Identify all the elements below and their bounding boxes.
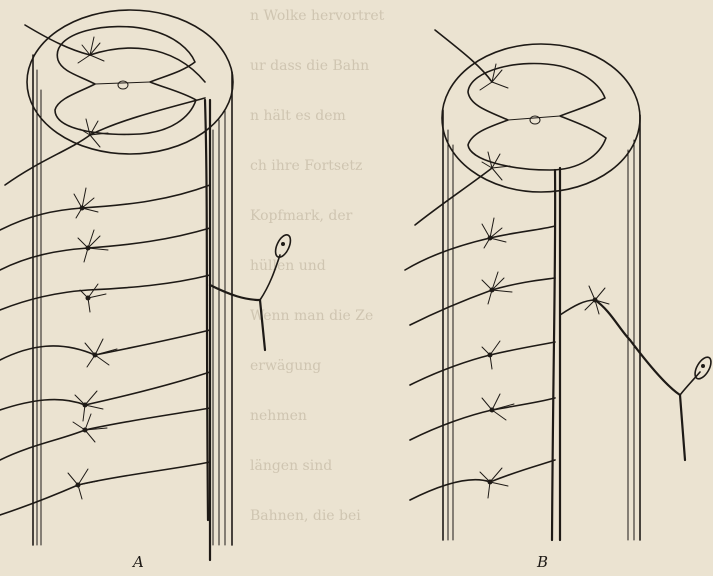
panel-b-ganglion-cell — [630, 340, 713, 460]
panel-b-collateral-cell — [560, 286, 630, 340]
panel-b-spinal-cord — [405, 30, 713, 540]
panel-a-cross-section — [27, 10, 233, 154]
panel-a-spinal-cord — [0, 10, 294, 560]
panel-a-neurons — [0, 185, 210, 515]
panel-a-ganglion-cell — [210, 233, 294, 350]
panel-a-label: A — [133, 553, 144, 571]
panel-b-label: B — [537, 553, 548, 571]
panel-a-root-lower — [5, 135, 90, 185]
panel-b-central-canal — [530, 116, 540, 124]
panel-a-grey-matter — [55, 27, 196, 135]
panel-b-neurons — [405, 218, 555, 500]
panel-a-central-canal — [118, 81, 128, 89]
